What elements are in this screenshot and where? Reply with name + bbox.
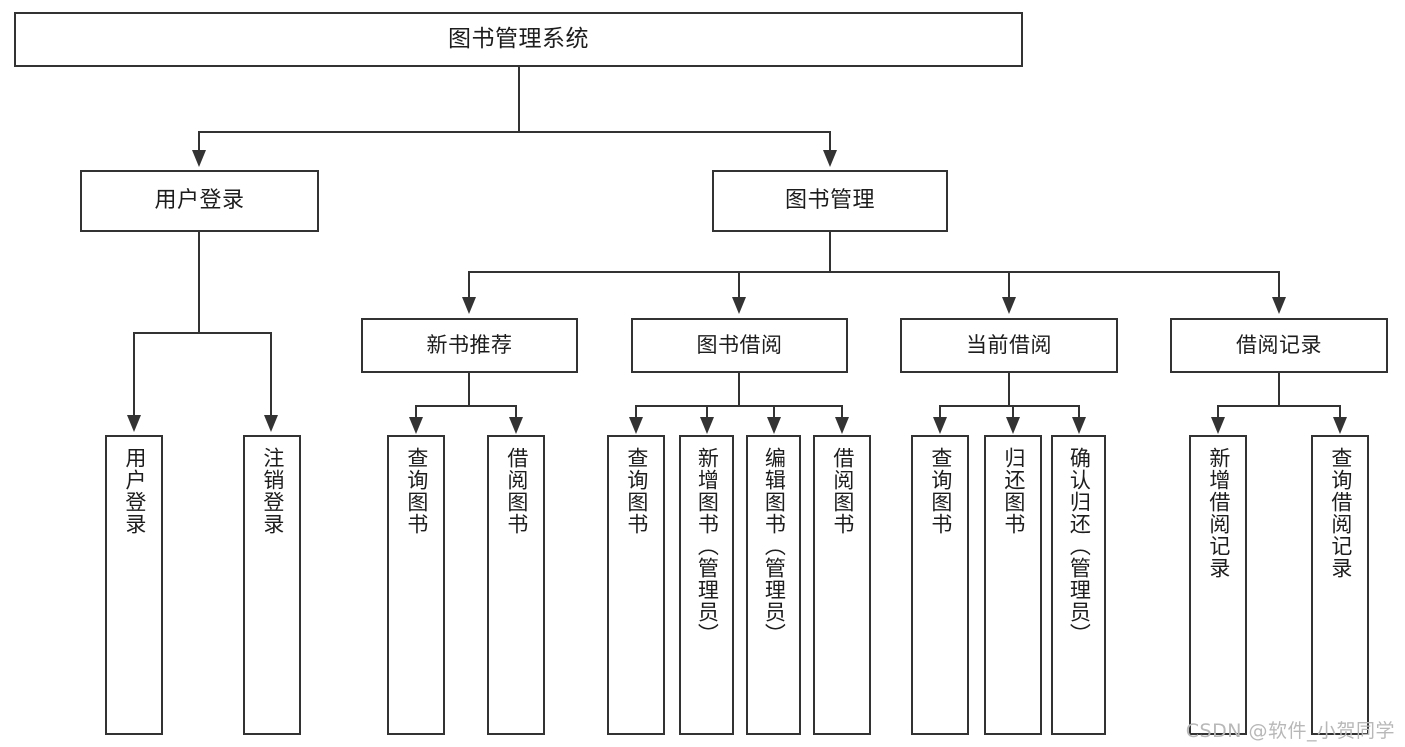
arrow-to-leaf-confirm-return (1072, 417, 1086, 434)
connector-level2-drop-left (198, 131, 200, 153)
arrow-to-leaf-borrow-book-1 (509, 417, 523, 434)
arrow-to-leaf-query-book-2 (629, 417, 643, 434)
node-label: 新书推荐 (426, 333, 513, 358)
arrow-to-new-book-recommend (462, 297, 476, 314)
leaf-add-borrow-record[interactable]: 新增借阅记录 (1189, 435, 1247, 735)
connector-current-drop-2 (1012, 405, 1014, 419)
connector-user-login-drop-2 (270, 332, 272, 417)
arrow-to-leaf-add-book (700, 417, 714, 434)
connector-recommend-bus (415, 405, 516, 407)
arrow-to-leaf-add-record (1211, 417, 1225, 434)
leaf-query-book-borrow[interactable]: 查询图书 (607, 435, 665, 735)
node-label: 当前借阅 (966, 333, 1052, 358)
node-label: 注销登录 (260, 447, 285, 535)
connector-record-drop-2 (1339, 405, 1341, 419)
connector-borrow-stem (738, 373, 740, 407)
connector-level3-drop-2 (738, 271, 740, 299)
node-label: 新增借阅记录 (1206, 447, 1231, 579)
node-label: 用户登录 (122, 447, 147, 535)
node-user-login[interactable]: 用户登录 (80, 170, 319, 232)
connector-record-bus (1217, 405, 1340, 407)
node-label: 图书管理系统 (448, 25, 589, 52)
arrow-to-leaf-return-book (1006, 417, 1020, 434)
node-label: 借阅图书 (830, 447, 855, 535)
node-label: 编辑图书（管理员） (762, 447, 787, 645)
arrow-to-book-manage (823, 150, 837, 167)
leaf-query-borrow-record[interactable]: 查询借阅记录 (1311, 435, 1369, 735)
connector-current-drop-3 (1078, 405, 1080, 419)
node-root-library-system[interactable]: 图书管理系统 (14, 12, 1023, 67)
arrow-to-leaf-edit-book (767, 417, 781, 434)
node-label: 查询图书 (624, 447, 649, 535)
leaf-add-book-admin[interactable]: 新增图书（管理员） (679, 435, 734, 735)
connector-level2-bus (198, 131, 830, 133)
arrow-to-leaf-query-book-3 (933, 417, 947, 434)
leaf-logout[interactable]: 注销登录 (243, 435, 301, 735)
node-label: 借阅记录 (1236, 333, 1322, 358)
leaf-borrow-book[interactable]: 借阅图书 (813, 435, 871, 735)
leaf-confirm-return-admin[interactable]: 确认归还（管理员） (1051, 435, 1106, 735)
node-label: 用户登录 (154, 188, 245, 214)
connector-level2-drop-right (829, 131, 831, 153)
arrow-to-leaf-logout (264, 415, 278, 432)
leaf-query-book-recommend[interactable]: 查询图书 (387, 435, 445, 735)
connector-level3-drop-1 (468, 271, 470, 299)
arrow-to-leaf-query-record (1333, 417, 1347, 434)
node-borrow-record[interactable]: 借阅记录 (1170, 318, 1388, 373)
connector-record-stem (1278, 373, 1280, 407)
arrow-to-leaf-user-login (127, 415, 141, 432)
connector-user-login-bus (133, 332, 271, 334)
connector-current-bus (939, 405, 1079, 407)
connector-current-stem (1008, 373, 1010, 407)
connector-borrow-drop-4 (841, 405, 843, 419)
arrow-to-book-borrow (732, 297, 746, 314)
arrow-to-borrow-record (1272, 297, 1286, 314)
connector-borrow-bus (635, 405, 842, 407)
connector-recommend-drop-1 (415, 405, 417, 419)
node-label: 图书管理 (784, 188, 875, 214)
connector-borrow-drop-3 (773, 405, 775, 419)
connector-record-drop-1 (1217, 405, 1219, 419)
node-new-book-recommend[interactable]: 新书推荐 (361, 318, 578, 373)
arrow-to-leaf-borrow-book-2 (835, 417, 849, 434)
leaf-edit-book-admin[interactable]: 编辑图书（管理员） (746, 435, 801, 735)
node-label: 图书借阅 (696, 333, 783, 358)
connector-level3-drop-4 (1278, 271, 1280, 299)
connector-user-login-stem (198, 232, 200, 333)
csdn-watermark: CSDN @软件_小贺同学 (1185, 720, 1395, 742)
node-label: 查询图书 (928, 447, 953, 535)
connector-user-login-drop-1 (133, 332, 135, 417)
node-label: 查询借阅记录 (1328, 447, 1353, 579)
node-book-management[interactable]: 图书管理 (712, 170, 948, 232)
connector-recommend-stem (468, 373, 470, 407)
connector-borrow-drop-1 (635, 405, 637, 419)
connector-level3-bus (468, 271, 1279, 273)
node-label: 查询图书 (404, 447, 429, 535)
connector-borrow-drop-2 (706, 405, 708, 419)
arrow-to-user-login (192, 150, 206, 167)
arrow-to-leaf-query-book-1 (409, 417, 423, 434)
connector-current-drop-1 (939, 405, 941, 419)
connector-book-management-stem (829, 232, 831, 273)
node-label: 确认归还（管理员） (1067, 447, 1092, 645)
node-label: 借阅图书 (504, 447, 529, 535)
connector-level3-drop-3 (1008, 271, 1010, 299)
leaf-user-login[interactable]: 用户登录 (105, 435, 163, 735)
leaf-query-book-current[interactable]: 查询图书 (911, 435, 969, 735)
leaf-borrow-book-recommend[interactable]: 借阅图书 (487, 435, 545, 735)
connector-root-stem (518, 67, 520, 132)
connector-recommend-drop-2 (515, 405, 517, 419)
node-current-borrow[interactable]: 当前借阅 (900, 318, 1118, 373)
node-label: 新增图书（管理员） (695, 447, 720, 645)
arrow-to-current-borrow (1002, 297, 1016, 314)
leaf-return-book[interactable]: 归还图书 (984, 435, 1042, 735)
node-book-borrow[interactable]: 图书借阅 (631, 318, 848, 373)
node-label: 归还图书 (1001, 447, 1026, 535)
